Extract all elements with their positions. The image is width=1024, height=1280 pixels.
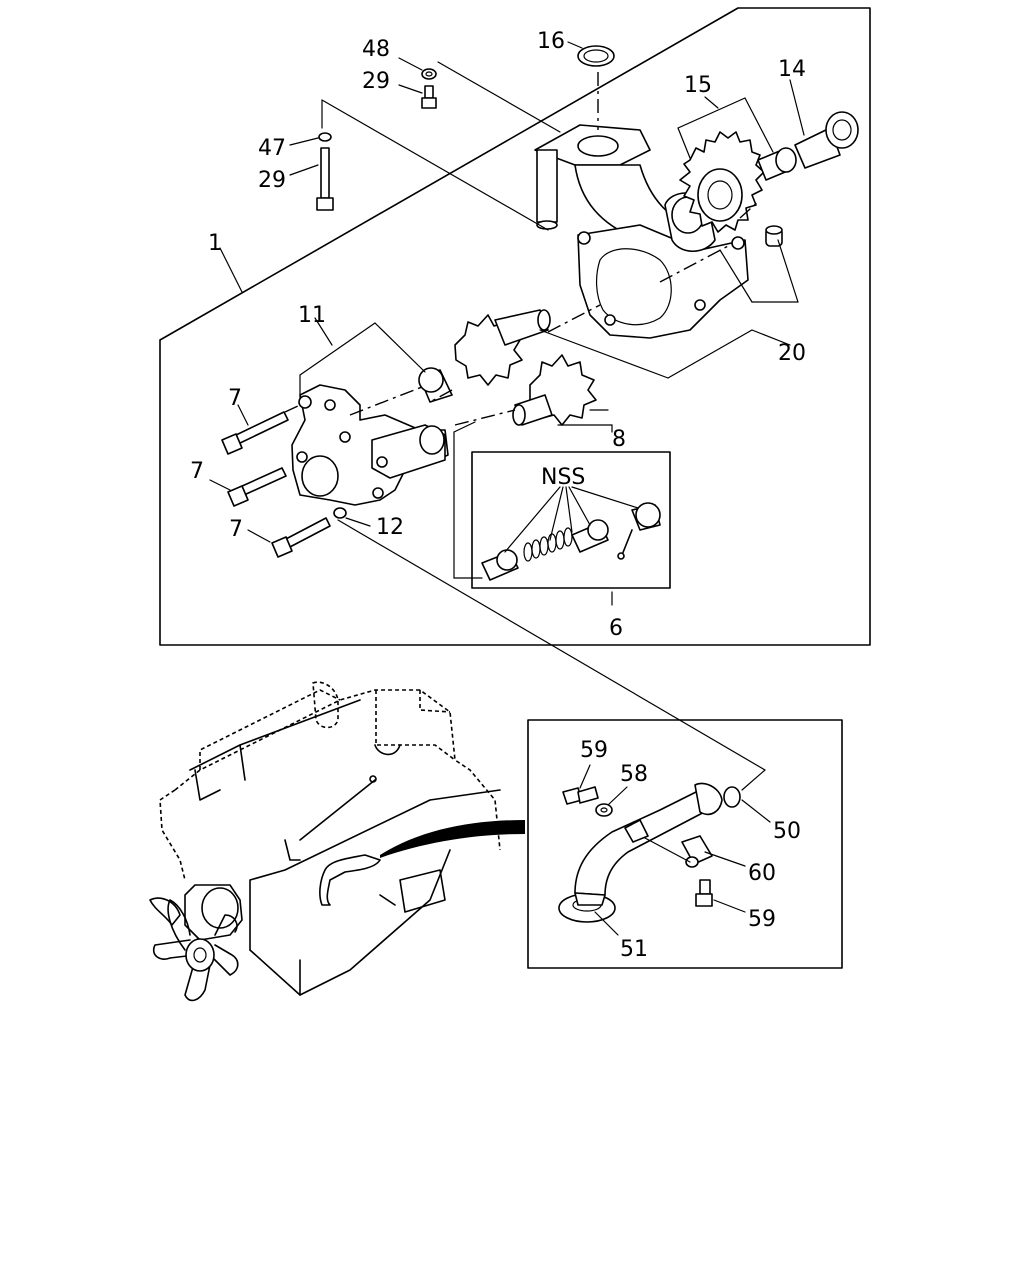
callout-8: 8 [612,427,626,452]
strainer-inset [527,719,843,969]
callout-1: 1 [208,231,222,256]
callout-58: 58 [620,762,648,787]
callout-59-lower: 59 [748,907,776,932]
callout-29-short: 29 [362,69,390,94]
nss-label: NSS [541,465,585,490]
bolt-7-a [221,411,289,455]
bolt-29-short [421,85,437,109]
assembly-frame [159,7,871,646]
callout-29-long: 29 [258,168,286,193]
bushing-15 [757,147,797,181]
callout-14: 14 [778,57,806,82]
center-lines [284,72,761,426]
bolt-29-long [316,147,334,211]
callout-16: 16 [537,29,565,54]
leader-lines [209,41,805,791]
pin-20 [765,225,783,247]
callout-labels: 16 48 29 47 29 14 15 1 11 20 7 8 7 NSS 7… [190,29,806,962]
bolt-7-b [227,467,287,507]
callout-7-c: 7 [229,517,243,542]
washer-47 [318,132,332,142]
gear-8 [512,354,597,426]
washer-48 [421,68,437,80]
callout-47: 47 [258,136,286,161]
callout-7-b: 7 [190,459,204,484]
callout-60: 60 [748,861,776,886]
callout-6: 6 [609,616,623,641]
o-ring-16 [577,45,615,67]
callout-15: 15 [684,73,712,98]
callout-7-a: 7 [228,386,242,411]
oil-pump-cover-housing [534,124,749,339]
drive-gear [679,131,765,233]
pointer-arrow [380,820,525,858]
relief-valve-box [471,451,671,589]
oil-pump-body [291,384,449,506]
callout-20: 20 [778,341,806,366]
dowel-12 [333,507,347,519]
engine-illustration [149,681,525,1002]
shaft-14 [794,111,859,169]
callout-51: 51 [620,937,648,962]
gear-11 [418,309,551,403]
callout-48: 48 [362,37,390,62]
callout-59-upper: 59 [580,738,608,763]
callout-11: 11 [298,303,326,328]
bolt-7-c [271,517,331,558]
callout-50: 50 [773,819,801,844]
callout-12: 12 [376,515,404,540]
